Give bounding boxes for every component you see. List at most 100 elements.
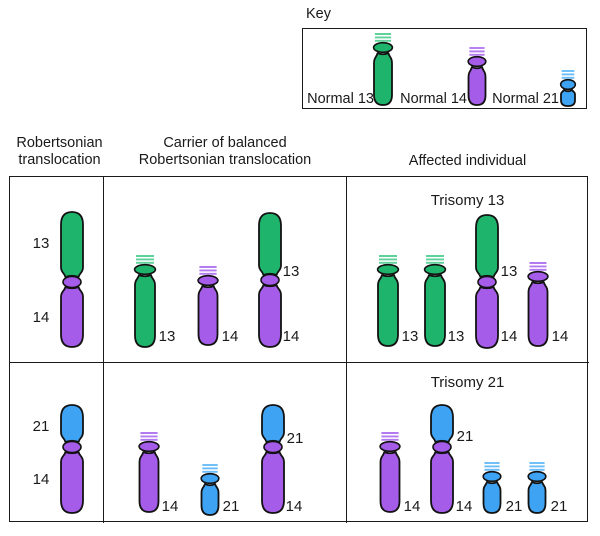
chromosome-normal-14 — [467, 47, 487, 106]
satellite-knob — [138, 440, 160, 453]
chromosome-number-label: 14 — [501, 328, 518, 345]
header-line: Robertsonian translocation — [138, 152, 312, 168]
key-title: Key — [306, 6, 331, 22]
trisomy-13-title: Trisomy 13 — [430, 192, 505, 209]
key-item-label: Normal 13 — [307, 91, 374, 107]
satellite-knob — [376, 263, 400, 276]
chromosome-body — [377, 274, 399, 347]
chromosome-normal-21: 21 — [527, 462, 568, 515]
chromosome-normal-13: 13 — [376, 255, 419, 347]
chromosome-number-label: 21 — [506, 498, 523, 515]
fused-top-arm — [430, 404, 454, 443]
centromere — [62, 275, 82, 289]
chromosome-number-label: 14 — [404, 498, 421, 515]
header-line: Affected individual — [408, 153, 527, 169]
chromosome-normal-14: 14 — [197, 266, 239, 346]
chromosome-body — [482, 481, 502, 514]
column-header-robertsonian-translocation: Robertsonian translocation — [3, 135, 116, 169]
chromosome-number-label: 14 — [552, 328, 569, 345]
fused-top-arm — [261, 404, 285, 443]
chromosome-normal-21: 21 — [200, 464, 240, 516]
chromosome-number-label: 13 — [501, 263, 518, 280]
chromosome-body — [197, 285, 219, 346]
fused-top-arm — [258, 212, 282, 276]
key-item-label: Normal 21 — [492, 91, 559, 107]
column-header-carrier: Carrier of balanced Robertsonian translo… — [104, 135, 346, 169]
key-box — [302, 28, 587, 109]
chromosome-body — [138, 451, 160, 513]
centromere — [260, 273, 280, 287]
fused-top-arm — [60, 211, 84, 278]
chromosome-normal-21 — [559, 70, 577, 107]
chromosome-body — [527, 281, 549, 347]
grid-outer-border — [9, 176, 588, 522]
chromosome-normal-14: 14 — [527, 262, 569, 347]
fused-bottom-arm — [261, 451, 285, 514]
chromosome-number-label: 13 — [402, 328, 419, 345]
satellite-knob — [482, 470, 502, 483]
satellite-knob — [559, 78, 577, 91]
chromosome-number-label: 13 — [448, 328, 465, 345]
chromosome-body — [560, 89, 576, 107]
centromere — [263, 440, 283, 454]
fused-bottom-arm — [60, 451, 84, 514]
satellite-knob — [527, 270, 549, 283]
chromosome-fused-21-14: 21 14 — [33, 404, 84, 514]
chromosome-number-label: 21 — [33, 418, 50, 435]
trisomy-21-title: Trisomy 21 — [430, 374, 505, 391]
grid-col-divider-1 — [103, 176, 104, 523]
satellite-knob — [197, 274, 219, 287]
chromosome-normal-13: 13 — [423, 255, 465, 347]
chromosome-number-label: 21 — [223, 498, 240, 515]
chromosome-number-label: 14 — [283, 328, 300, 345]
chromosome-number-label: 13 — [159, 328, 176, 345]
centromere — [477, 275, 497, 289]
header-line: translocation — [18, 152, 101, 168]
header-line: Robertsonian — [16, 135, 103, 151]
chromosome-number-label: 13 — [283, 263, 300, 280]
centromere — [432, 440, 452, 454]
chromosome-number-label: 21 — [457, 428, 474, 445]
satellite-knob — [200, 472, 220, 485]
chromosome-fused-21-14: 21 14 — [261, 404, 304, 515]
chromosome-number-label: 13 — [33, 235, 50, 252]
chromosome-body — [379, 451, 401, 513]
chromosome-body — [467, 66, 487, 106]
satellite-knob — [527, 470, 547, 483]
chromosome-number-label: 14 — [162, 498, 179, 515]
satellite-knob — [133, 263, 157, 276]
fused-bottom-arm — [430, 451, 454, 514]
grid-col-divider-2 — [346, 176, 347, 523]
fused-top-arm — [60, 404, 84, 443]
satellite-knob — [467, 55, 487, 68]
chromosome-number-label: 21 — [287, 430, 304, 447]
fused-bottom-arm — [475, 286, 499, 349]
fused-bottom-arm — [60, 286, 84, 348]
chromosome-body — [424, 274, 446, 347]
chromosome-normal-14: 14 — [379, 432, 421, 515]
satellite-knob — [423, 263, 447, 276]
chromosome-body — [200, 483, 220, 516]
chromosome-number-label: 14 — [286, 498, 303, 515]
chromosome-fused-13-14: 13 14 — [475, 214, 518, 349]
column-header-affected-individual: Affected individual — [346, 153, 589, 170]
chromosome-body — [134, 274, 156, 348]
chromosome-normal-14: 14 — [138, 432, 179, 515]
chromosome-number-label: 14 — [222, 328, 239, 345]
key-item-label: Normal 14 — [400, 91, 467, 107]
centromere — [62, 440, 82, 454]
chromosome-body — [527, 481, 547, 514]
chromosome-number-label: 21 — [551, 498, 568, 515]
chromosome-normal-13 — [372, 33, 394, 106]
grid-row-divider — [9, 362, 589, 363]
satellite-knob — [379, 440, 401, 453]
chromosome-body — [373, 52, 393, 106]
header-line: Carrier of balanced — [163, 135, 287, 151]
chromosome-number-label: 14 — [33, 471, 50, 488]
satellite-knob — [372, 41, 394, 54]
fused-top-arm — [475, 214, 499, 278]
